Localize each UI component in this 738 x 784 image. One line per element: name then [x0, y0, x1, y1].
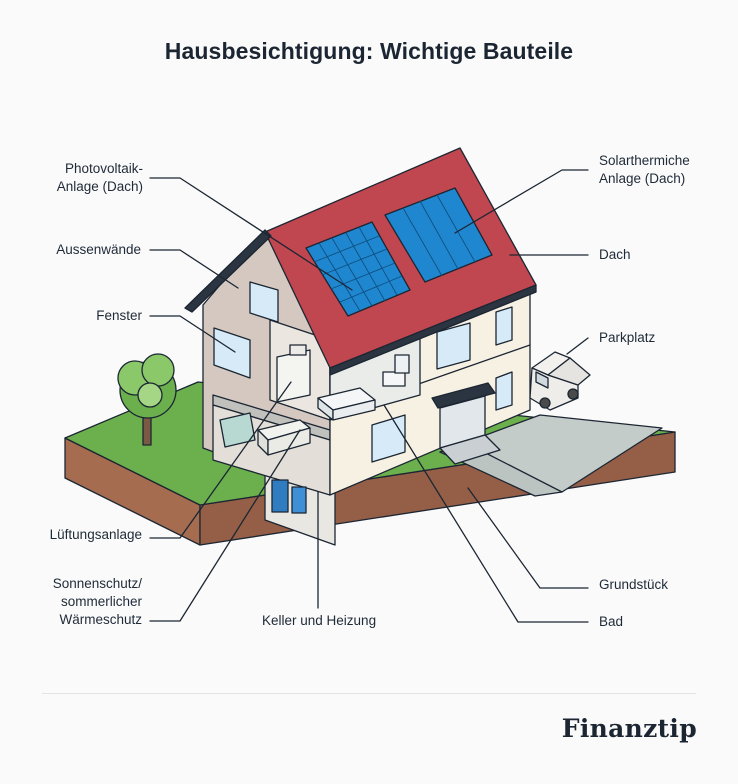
sofa: [219, 412, 256, 448]
leader-bad: [383, 404, 589, 623]
page-title: Hausbesichtigung: Wichtige Bauteile: [164, 38, 574, 64]
label-parkplatz: Parkplatz: [599, 330, 656, 345]
heating-tank-1: [271, 479, 289, 513]
leader-aussenwaende: [149, 249, 239, 289]
leader-fenster: [149, 315, 236, 353]
brand-logo: Finanztip: [561, 714, 697, 743]
roof-edge-left: [184, 229, 272, 313]
window-side-upper: [249, 281, 279, 323]
heating-tank-2: [291, 486, 307, 514]
footer-divider: [42, 693, 696, 694]
tree: [117, 353, 177, 446]
roof-edge-bottom: [329, 284, 537, 376]
label-lueftung: Lüftungsanlage: [49, 527, 142, 542]
label-fenster: Fenster: [96, 308, 142, 323]
leader-sonnenschutz: [149, 429, 301, 622]
label-sonnenschutz: Sonnenschutz/ sommerlicher Wärmeschutz: [52, 576, 142, 627]
steps: [439, 434, 501, 465]
label-bad: Bad: [599, 614, 624, 629]
label-photovoltaik: Photovoltaik- Anlage (Dach): [56, 161, 143, 194]
leader-parkplatz: [566, 337, 589, 355]
leader-lueftung: [149, 381, 292, 539]
pv-panels: [305, 221, 411, 317]
label-dach: Dach: [599, 247, 631, 262]
window-front-1: [436, 322, 471, 370]
window-front-4: [495, 371, 513, 411]
leader-photovoltaik: [149, 177, 353, 291]
label-solarthermie: Solarthermiche Anlage (Dach): [599, 153, 690, 186]
window-side-lower: [213, 327, 251, 379]
canopy: [431, 382, 496, 409]
label-keller: Keller und Heizung: [262, 613, 377, 628]
label-aussenwaende: Aussenwände: [56, 242, 141, 257]
leader-grundstueck: [467, 487, 589, 589]
car: [529, 351, 591, 411]
label-grundstueck: Grundstück: [599, 577, 669, 592]
leader-solarthermie: [454, 169, 589, 234]
window-front-2: [495, 306, 513, 346]
